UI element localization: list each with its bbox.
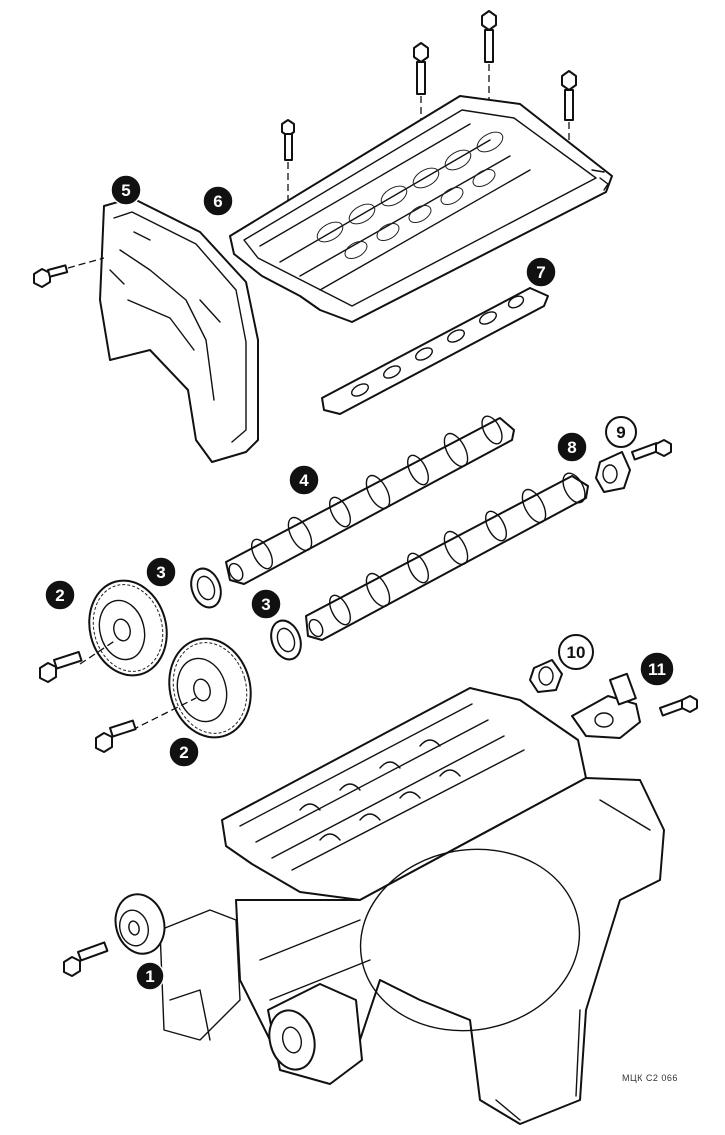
callout-9: 9 xyxy=(605,416,637,448)
camshaft-sprocket-lower xyxy=(131,637,252,739)
svg-text:6: 6 xyxy=(213,192,222,211)
callout-11: 11 xyxy=(639,651,675,687)
callout-7: 7 xyxy=(525,256,557,288)
camshaft-lower xyxy=(305,472,589,641)
cover-bolt-4 xyxy=(561,70,577,160)
water-pump xyxy=(267,983,363,1085)
bearing-cap-bolt xyxy=(631,439,672,461)
sprocket-bolt-lower xyxy=(95,719,137,753)
sensor-bolt xyxy=(659,695,698,717)
svg-text:2: 2 xyxy=(179,743,188,762)
svg-text:5: 5 xyxy=(121,181,130,200)
callout-6: 6 xyxy=(202,185,234,217)
callout-1: 1 xyxy=(135,961,165,991)
callout-8: 8 xyxy=(556,431,588,463)
callout-10: 10 xyxy=(558,634,594,670)
tensioner-pulley xyxy=(114,893,166,955)
sprocket-bolt-upper xyxy=(39,650,83,683)
cover-gasket xyxy=(321,287,549,415)
callout-3-lower: 3 xyxy=(250,588,282,620)
svg-text:8: 8 xyxy=(567,438,576,457)
oil-seal-lower xyxy=(270,619,302,661)
cover-bolt-1 xyxy=(281,119,295,210)
svg-text:3: 3 xyxy=(156,563,165,582)
svg-text:2: 2 xyxy=(55,586,64,605)
camshaft-sprocket-upper xyxy=(79,579,168,677)
camshaft-position-sensor xyxy=(571,672,641,739)
svg-text:1: 1 xyxy=(145,967,154,986)
camshaft-upper xyxy=(225,415,515,585)
svg-text:10: 10 xyxy=(567,643,586,662)
camshaft-bearing-cap xyxy=(595,451,631,493)
oil-pan-area xyxy=(159,909,241,1041)
callout-5: 5 xyxy=(110,174,142,206)
oil-seal-upper xyxy=(190,567,222,609)
callout-2-lower: 2 xyxy=(168,736,200,768)
camshaft-plug xyxy=(529,659,563,693)
callout-4: 4 xyxy=(288,464,320,496)
svg-text:3: 3 xyxy=(261,595,270,614)
svg-text:4: 4 xyxy=(299,471,309,490)
belt-cover-bolt xyxy=(33,257,105,288)
svg-text:11: 11 xyxy=(648,660,666,679)
cover-bolt-3 xyxy=(481,10,497,110)
callout-3-upper: 3 xyxy=(145,556,177,588)
timing-belt-cover xyxy=(99,197,259,463)
tensioner-bolt xyxy=(63,941,109,977)
svg-text:7: 7 xyxy=(536,263,545,282)
cylinder-head-cover xyxy=(229,95,613,323)
svg-text:9: 9 xyxy=(616,423,625,442)
figure-code: МЦК С2 066 xyxy=(622,1073,678,1083)
callout-2-upper: 2 xyxy=(44,579,76,611)
